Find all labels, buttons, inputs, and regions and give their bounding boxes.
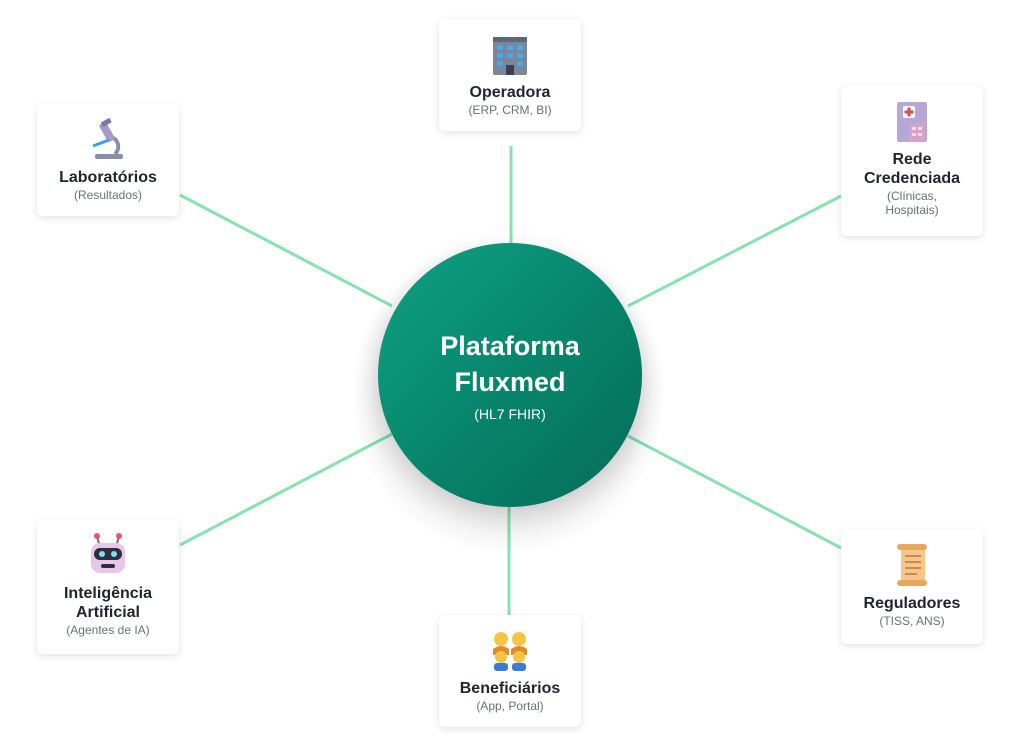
hospital-icon bbox=[897, 102, 927, 142]
node-subtitle: (ERP, CRM, BI) bbox=[468, 103, 552, 117]
node-title: Operadora bbox=[469, 84, 551, 101]
node-title: Reguladores bbox=[863, 595, 961, 612]
hub-circle: Plataforma Fluxmed (HL7 FHIR) bbox=[378, 243, 642, 507]
microscope-icon bbox=[92, 118, 123, 159]
node-subtitle: (TISS, ANS) bbox=[879, 614, 945, 628]
connector-reguladores bbox=[627, 434, 842, 550]
node-title: Inteligência Artificial bbox=[63, 585, 153, 621]
node-inteligencia-artificial: Inteligência Artificial (Agentes de IA) bbox=[37, 520, 179, 654]
robot-icon bbox=[91, 533, 125, 573]
node-subtitle: (App, Portal) bbox=[476, 699, 544, 713]
hub-title: Plataforma Fluxmed bbox=[440, 331, 580, 397]
scroll-icon bbox=[897, 544, 927, 586]
connector-rede bbox=[627, 194, 842, 308]
node-laboratorios: Laboratórios (Resultados) bbox=[37, 104, 179, 216]
node-title: Laboratórios bbox=[59, 169, 157, 186]
connector-laboratorios bbox=[179, 193, 393, 308]
node-rede-credenciada: Rede Credenciada (Clínicas, Hospitais) bbox=[841, 86, 983, 236]
node-title: Beneficiários bbox=[459, 680, 561, 697]
node-subtitle: (Agentes de IA) bbox=[66, 623, 150, 637]
node-subtitle: (Resultados) bbox=[73, 188, 143, 202]
hub-subtitle: (HL7 FHIR) bbox=[474, 406, 546, 422]
office-building-icon bbox=[493, 37, 527, 75]
node-title: Rede Credenciada bbox=[863, 151, 961, 187]
node-operadora: Operadora (ERP, CRM, BI) bbox=[439, 19, 581, 131]
connector-ia bbox=[179, 432, 393, 547]
node-reguladores: Reguladores (TISS, ANS) bbox=[841, 530, 983, 644]
family-icon bbox=[493, 632, 527, 671]
node-subtitle: (Clínicas, Hospitais) bbox=[885, 189, 939, 217]
node-beneficiarios: Beneficiários (App, Portal) bbox=[439, 615, 581, 727]
